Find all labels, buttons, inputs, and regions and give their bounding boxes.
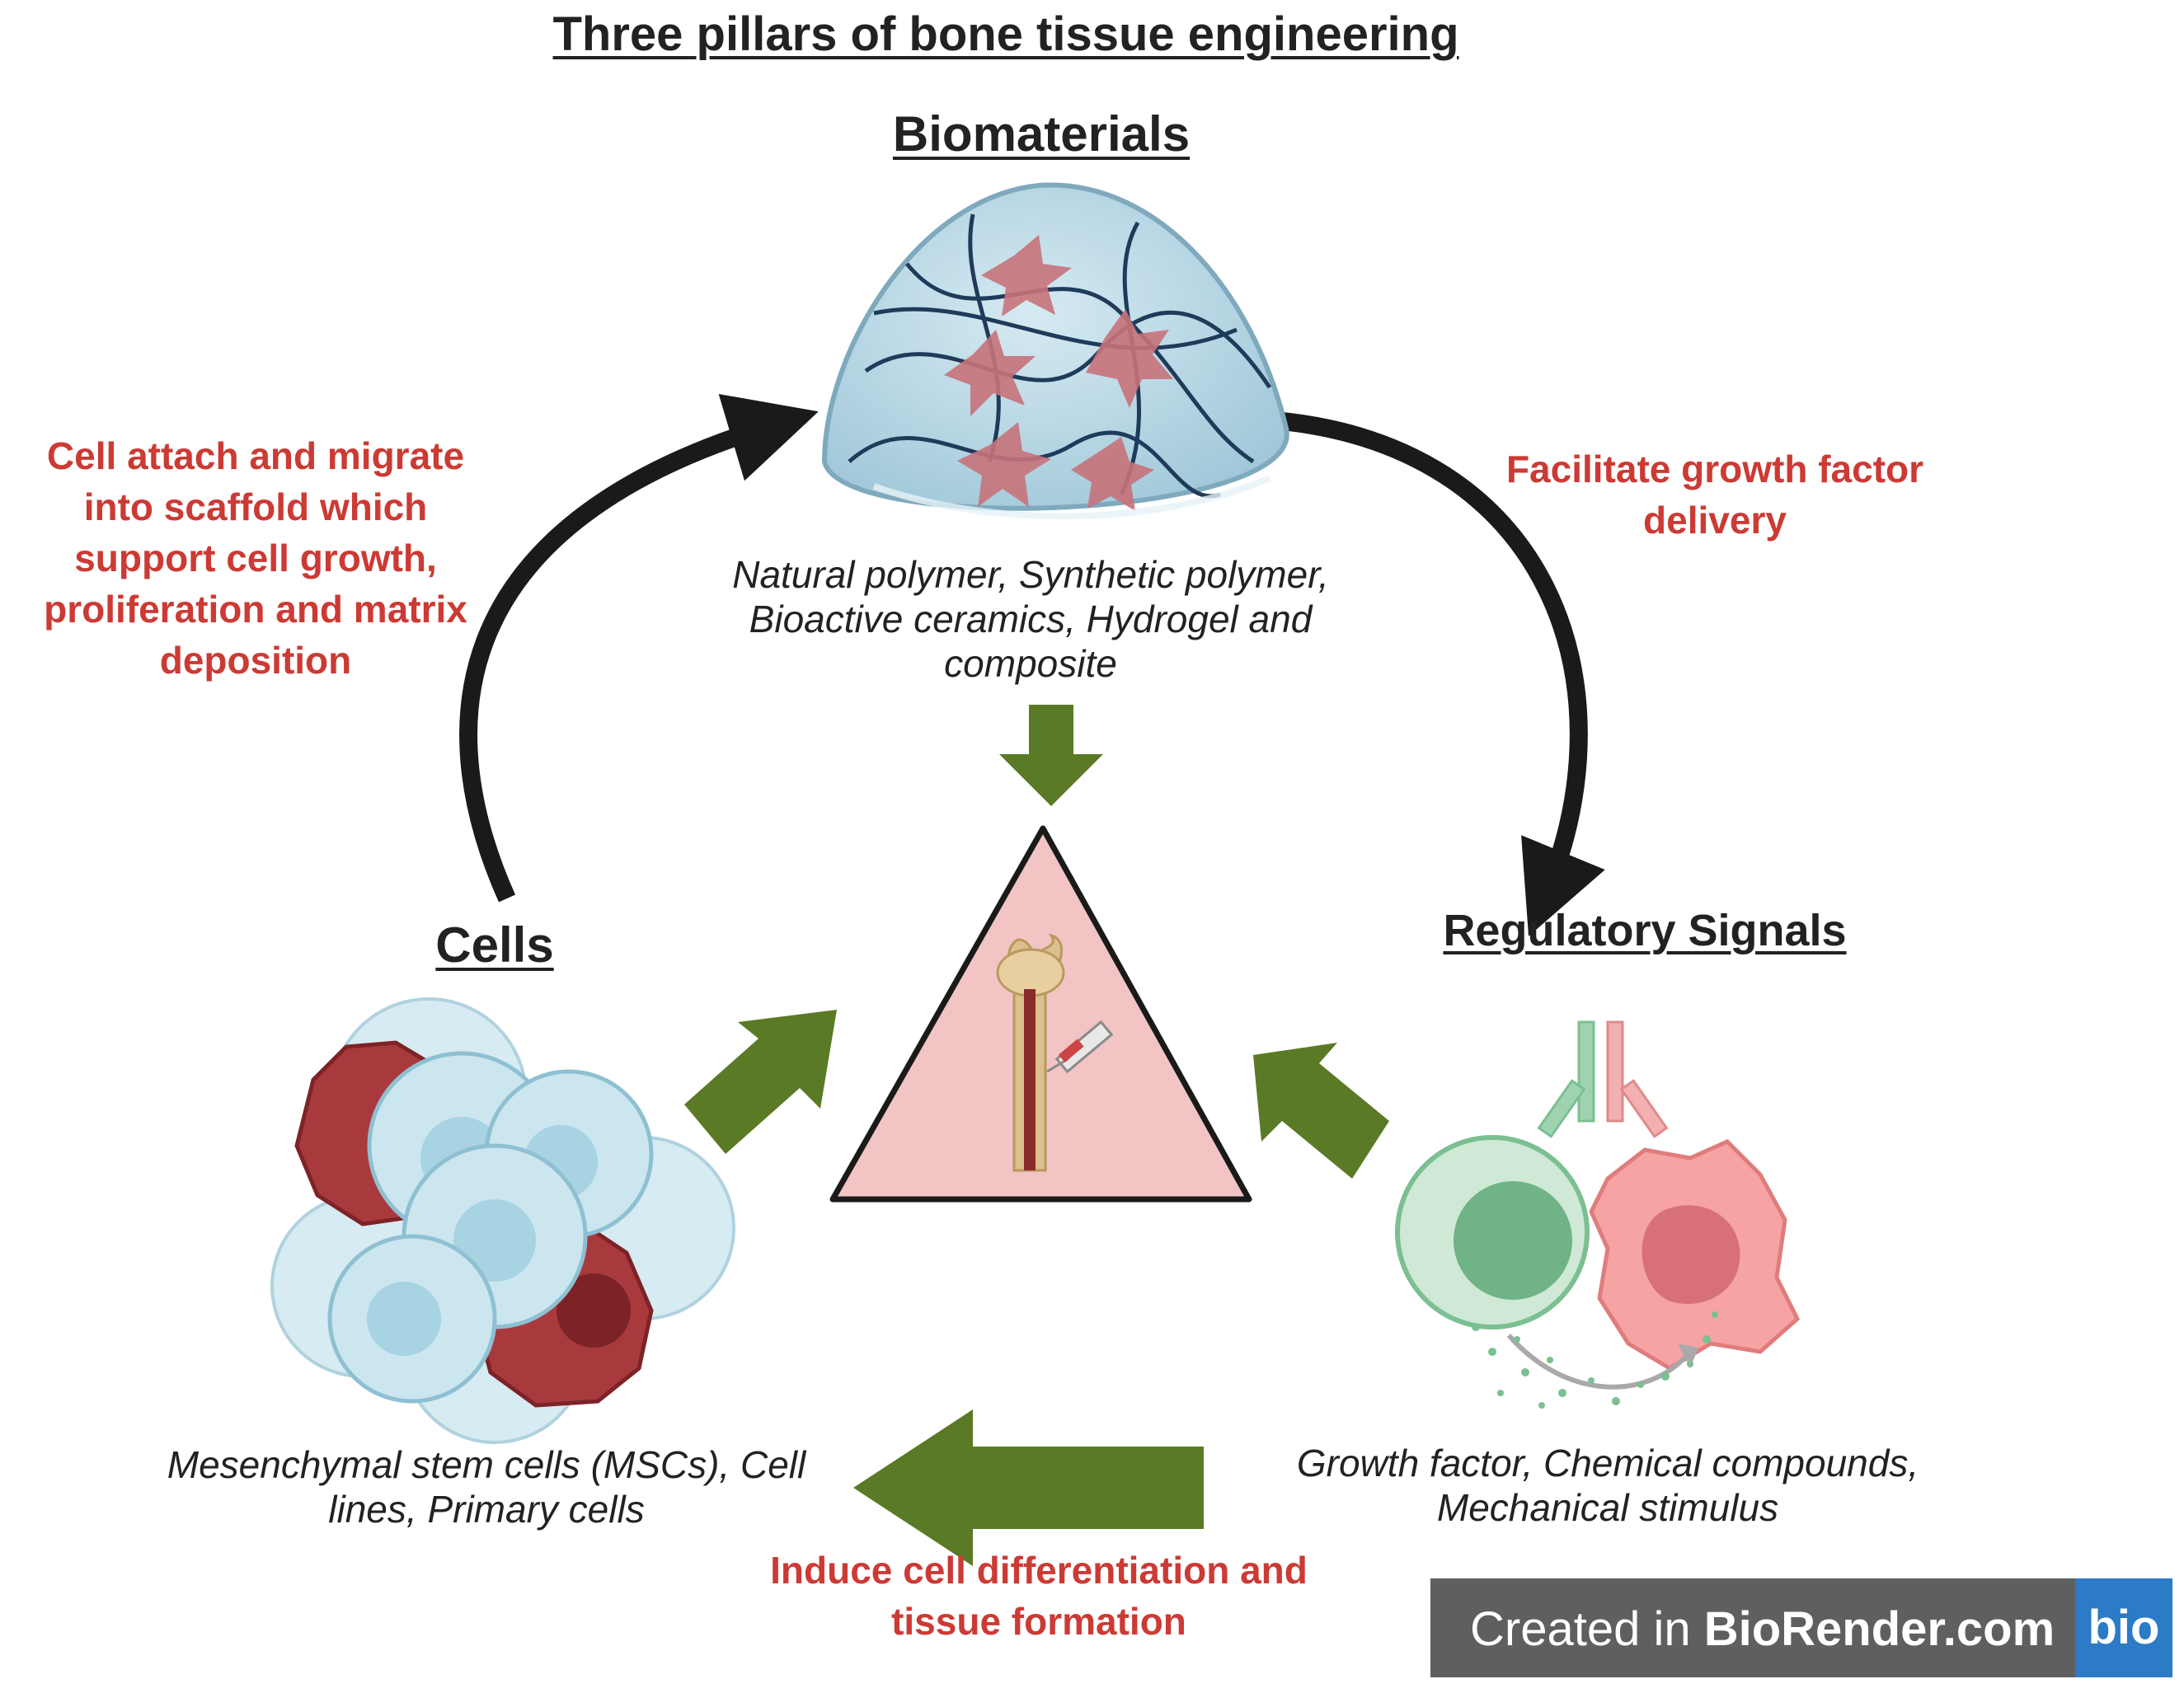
signals-examples: Growth factor, Chemical compounds, Mecha… xyxy=(1296,1442,1919,1529)
badge-brand: BioRender.com xyxy=(1703,1602,2055,1656)
regulatory-signals-heading: Regulatory Signals xyxy=(1443,906,1847,955)
hydrogel-scaffold-icon xyxy=(821,182,1289,520)
cell-cluster-icon xyxy=(270,997,735,1444)
biomaterials-to-signals-label: Facilitate growth factor delivery xyxy=(1505,448,1924,542)
cells-heading: Cells xyxy=(435,917,554,973)
diagram-title: Three pillars of bone tissue engineering xyxy=(552,7,1459,61)
biorender-badge[interactable]: Created in BioRender.com bio xyxy=(1430,1578,2172,1677)
signals-to-cells-label: Induce cell differentiation and tissue f… xyxy=(770,1549,1308,1643)
green-arrow-signals xyxy=(1253,1043,1389,1179)
cycle-arrow-biomaterials-to-signals xyxy=(1273,411,1605,936)
biorender-badge-text: Created in BioRender.com xyxy=(1470,1602,2055,1657)
biomaterials-heading: Biomaterials xyxy=(892,106,1191,162)
cycle-arrow-cells-to-biomaterials xyxy=(459,394,819,903)
cell-signaling-icon xyxy=(1395,1020,1801,1409)
badge-prefix: Created in xyxy=(1470,1602,1704,1656)
cells-to-biomaterials-label: Cell attach and migrate into scaffold wh… xyxy=(44,434,467,682)
cells-examples: Mesenchymal stem cells (MSCs), Cell line… xyxy=(167,1443,806,1531)
biorender-logo-icon: bio xyxy=(2075,1578,2172,1677)
bone-syringe-icon xyxy=(996,933,1114,1172)
green-arrow-signals-to-cells xyxy=(853,1409,1204,1566)
biomaterials-examples: Natural polymer, Synthetic polymer, Bioa… xyxy=(732,553,1329,685)
green-arrow-cells xyxy=(684,1010,837,1154)
green-arrow-biomaterials xyxy=(999,705,1103,806)
